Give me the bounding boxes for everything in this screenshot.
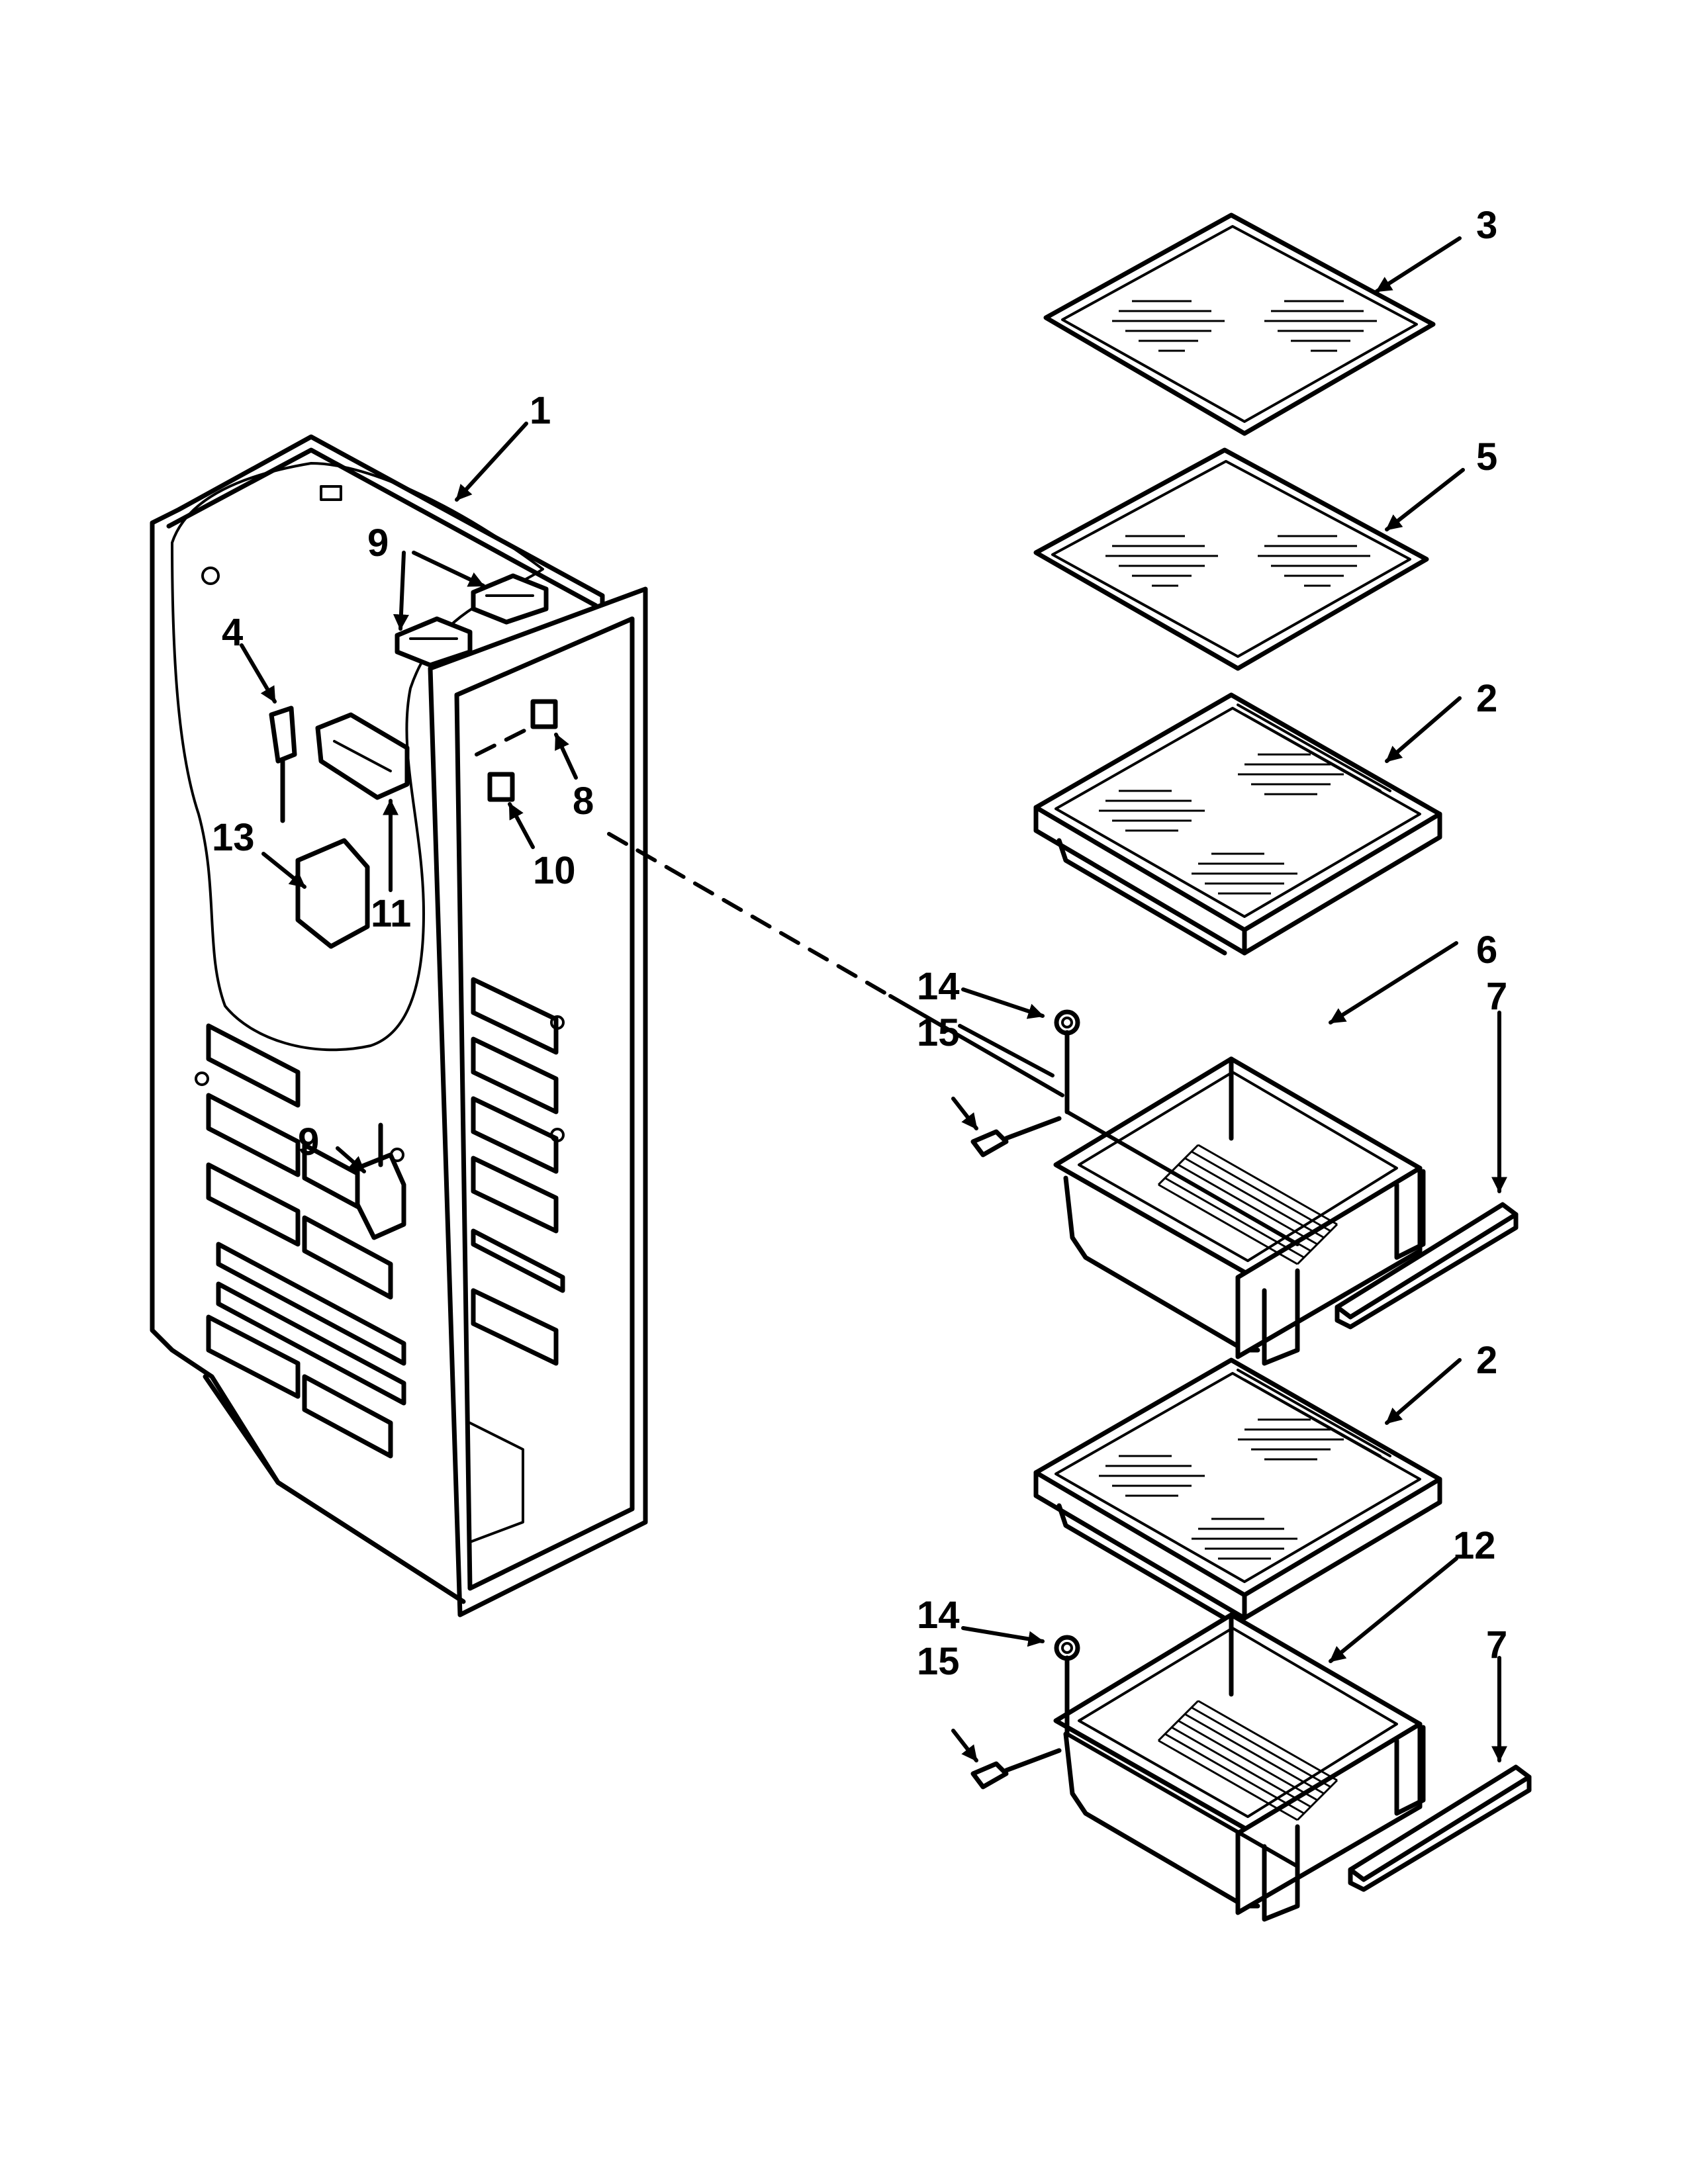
callout-7-lower: 7	[1486, 1623, 1507, 1666]
callout-2-lower: 2	[1476, 1339, 1497, 1382]
callout-6: 6	[1476, 929, 1497, 972]
crisper-cover-lower	[1033, 1357, 1442, 1621]
leader-lines	[240, 236, 1507, 1868]
crisper-drawer-upper	[1053, 1056, 1426, 1366]
crisper-drawer-lower	[1053, 1612, 1426, 1922]
glass-shelf-top	[1043, 212, 1436, 436]
screw-lower	[970, 1748, 1062, 1790]
callout-13: 13	[212, 816, 255, 859]
screw-upper	[970, 1116, 1062, 1158]
callout-7-upper: 7	[1486, 975, 1507, 1018]
callout-2-upper: 2	[1476, 677, 1497, 720]
cabinet-liner	[150, 434, 648, 1617]
callout-1: 1	[530, 389, 551, 432]
roller-upper	[1054, 1009, 1080, 1036]
bracket	[295, 838, 370, 949]
control-housing	[315, 712, 410, 800]
glass-shelf-second	[1033, 447, 1429, 671]
light-socket-top	[395, 573, 549, 668]
callout-4: 4	[222, 611, 243, 654]
roller-lower	[1054, 1635, 1080, 1661]
shelf-clip	[530, 699, 558, 729]
callout-labels: 1 9 4 13 11 8 10 9 3 5 2 6 7 14 15 2 12 …	[212, 204, 1507, 1683]
callout-3: 3	[1476, 204, 1497, 247]
crisper-cover-upper	[1033, 692, 1442, 956]
liner-inner-panels	[471, 977, 565, 1366]
liner-vent-panels	[206, 1023, 406, 1459]
callout-9-lower: 9	[298, 1120, 319, 1163]
callout-15-upper: 15	[917, 1011, 960, 1054]
callout-11: 11	[371, 892, 411, 935]
light-socket-lower	[355, 1122, 406, 1240]
callout-12: 12	[1453, 1524, 1496, 1567]
drawer-slide-lower	[1348, 1764, 1532, 1892]
callout-15-lower: 15	[917, 1640, 960, 1683]
callout-14-upper: 14	[917, 965, 960, 1008]
callout-8: 8	[573, 780, 594, 823]
drawer-slide-upper	[1335, 1202, 1519, 1330]
thermistor-sensor	[269, 705, 297, 823]
callout-14-lower: 14	[917, 1594, 960, 1637]
clip-lower	[487, 772, 515, 802]
callout-5: 5	[1476, 435, 1497, 478]
callout-10: 10	[533, 849, 576, 892]
callout-9-top: 9	[367, 522, 389, 565]
